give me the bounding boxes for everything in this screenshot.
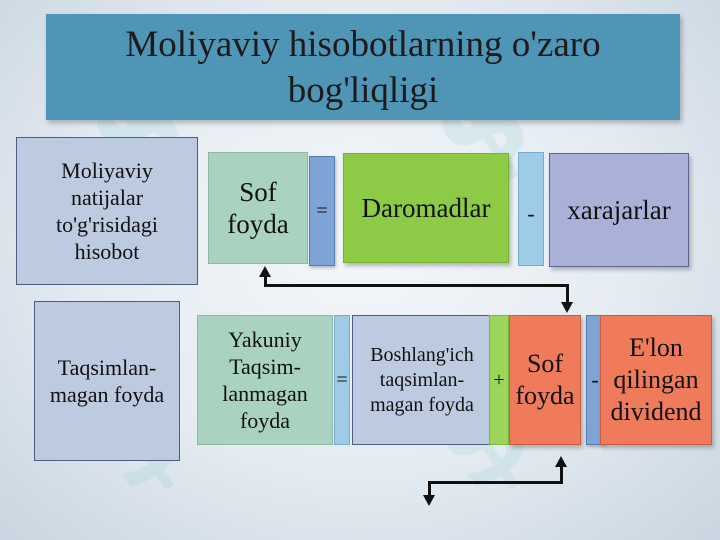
dividends-box: E'lon qilingan dividend [600, 315, 712, 445]
minus-sign-2: - [591, 367, 599, 392]
revenues-box: Daromadlar [343, 153, 509, 263]
expenses-box: xarajarlar [549, 153, 689, 267]
arrow-down-icon [423, 495, 435, 506]
connector-line [560, 465, 563, 483]
arrow-up-icon [259, 266, 271, 277]
connector-line [428, 481, 563, 484]
net-profit-text: Sof foyda [227, 177, 289, 239]
net-profit-box-2: Sof foyda [509, 315, 581, 445]
beginning-retained-box: Boshlang'ich taqsimlan-magan foyda [352, 315, 492, 445]
ending-retained-text: Yakuniy Taqsim-lanmagan foyda [222, 327, 308, 433]
plus-sign: + [493, 368, 505, 391]
connector-line [428, 481, 431, 497]
connector-line [264, 284, 569, 287]
revenues-text: Daromadlar [361, 192, 491, 223]
arrow-down-icon [561, 302, 573, 313]
retained-earnings-text: Taqsimlan-magan foyda [49, 355, 165, 407]
connector-line [566, 284, 569, 304]
equals-sign-2: = [336, 368, 348, 391]
retained-earnings-label: Taqsimlan-magan foyda [34, 301, 180, 461]
income-statement-text: Moliyaviy natijalar to'g'risidagi hisobo… [55, 158, 159, 264]
arrow-up-icon [555, 456, 567, 467]
ending-retained-box: Yakuniy Taqsim-lanmagan foyda [197, 315, 333, 445]
net-profit-text-2: Sof foyda [515, 349, 575, 410]
equals-operator-2: = [334, 315, 350, 445]
beginning-retained-text: Boshlang'ich taqsimlan-magan foyda [370, 343, 474, 416]
plus-operator: + [489, 315, 509, 445]
page-title: Moliyaviy hisobotlarning o'zaro bog'liql… [125, 24, 601, 111]
minus-sign: - [527, 201, 535, 226]
equals-operator: = [309, 156, 335, 266]
connector-line [264, 276, 267, 286]
equals-sign: = [316, 199, 328, 222]
title-banner [46, 14, 680, 120]
expenses-text: xarajarlar [567, 194, 671, 225]
income-statement-label: Moliyaviy natijalar to'g'risidagi hisobo… [16, 137, 198, 285]
minus-operator: - [518, 152, 544, 266]
dividends-text: E'lon qilingan dividend [610, 333, 702, 426]
net-profit-box: Sof foyda [208, 152, 308, 264]
